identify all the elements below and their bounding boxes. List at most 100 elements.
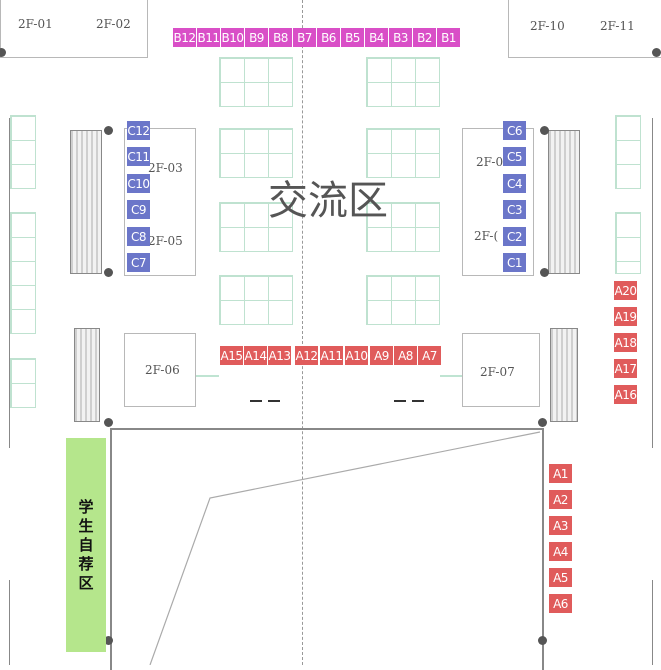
student-area-char: 区 — [78, 573, 94, 592]
booth-a1[interactable]: A1 — [549, 464, 572, 483]
column-marker — [538, 636, 547, 645]
room-label: 2F-10 — [530, 19, 565, 33]
room-label: 2F-02 — [96, 17, 131, 31]
booth-a8[interactable]: A8 — [394, 346, 417, 365]
room-label: 2F-05 — [148, 234, 183, 248]
escalator — [74, 328, 100, 422]
booth-b1[interactable]: B1 — [437, 28, 460, 47]
booth-b5[interactable]: B5 — [341, 28, 364, 47]
booth-a16[interactable]: A16 — [614, 385, 637, 404]
student-area-char: 学 — [78, 497, 94, 516]
main-hall-outline — [110, 428, 544, 670]
column-marker — [540, 268, 549, 277]
floor-grid — [219, 128, 293, 178]
booth-b7[interactable]: B7 — [293, 28, 316, 47]
booth-a13[interactable]: A13 — [268, 346, 291, 365]
wall — [0, 118, 10, 448]
booth-b6[interactable]: B6 — [317, 28, 340, 47]
floor-grid — [10, 115, 36, 189]
booth-c11[interactable]: C11 — [127, 147, 150, 166]
booth-b4[interactable]: B4 — [365, 28, 388, 47]
booth-c10[interactable]: C10 — [127, 174, 150, 193]
column-marker — [538, 418, 547, 427]
student-area-char: 自 — [78, 535, 94, 554]
booth-b10[interactable]: B10 — [221, 28, 244, 47]
booth-a14[interactable]: A14 — [244, 346, 267, 365]
floor-grid — [366, 57, 440, 107]
booth-c8[interactable]: C8 — [127, 227, 150, 246]
room-label: 2F-01 — [18, 17, 53, 31]
floor-grid — [10, 212, 36, 334]
booth-c2[interactable]: C2 — [503, 227, 526, 246]
booth-a10[interactable]: A10 — [345, 346, 368, 365]
booth-c1[interactable]: C1 — [503, 253, 526, 272]
booth-c9[interactable]: C9 — [127, 200, 150, 219]
column-marker — [540, 126, 549, 135]
room-label: 2F-07 — [480, 365, 515, 379]
column-marker — [104, 268, 113, 277]
wall — [652, 580, 661, 665]
booth-a4[interactable]: A4 — [549, 542, 572, 561]
student-area-char: 荐 — [78, 554, 94, 573]
column-marker — [652, 48, 661, 57]
center-axis-line — [302, 0, 303, 665]
booth-a15[interactable]: A15 — [220, 346, 243, 365]
escalator — [70, 130, 102, 274]
booth-a20[interactable]: A20 — [614, 281, 637, 300]
room-2f-01 — [0, 0, 148, 58]
booth-a3[interactable]: A3 — [549, 516, 572, 535]
booth-c7[interactable]: C7 — [127, 253, 150, 272]
booth-c3[interactable]: C3 — [503, 200, 526, 219]
student-area-char: 生 — [78, 516, 94, 535]
room-label: 2F-( — [474, 229, 499, 243]
booth-a5[interactable]: A5 — [549, 568, 572, 587]
floor-grid — [366, 128, 440, 178]
column-marker — [104, 418, 113, 427]
booth-a17[interactable]: A17 — [614, 359, 637, 378]
student-area[interactable]: 学 生 自 荐 区 — [66, 438, 106, 652]
booth-b12[interactable]: B12 — [173, 28, 196, 47]
booth-a18[interactable]: A18 — [614, 333, 637, 352]
booth-b9[interactable]: B9 — [245, 28, 268, 47]
wall — [652, 118, 661, 448]
booth-a2[interactable]: A2 — [549, 490, 572, 509]
booth-a12[interactable]: A12 — [295, 346, 318, 365]
floor-grid — [219, 202, 293, 252]
booth-b8[interactable]: B8 — [269, 28, 292, 47]
booth-c6[interactable]: C6 — [503, 121, 526, 140]
floor-grid — [615, 115, 641, 189]
floor-grid — [615, 212, 641, 274]
column-marker — [104, 636, 113, 645]
floor-grid — [10, 358, 36, 408]
wall — [0, 580, 10, 665]
floor-grid — [219, 275, 293, 325]
exchange-area-label: 交流区 — [268, 178, 388, 224]
room-label: 2F-0 — [476, 155, 504, 169]
booth-a7[interactable]: A7 — [418, 346, 441, 365]
booth-b2[interactable]: B2 — [413, 28, 436, 47]
room-2f-07 — [462, 333, 540, 407]
room-label: 2F-11 — [600, 19, 635, 33]
column-marker — [104, 126, 113, 135]
floor-grid — [366, 275, 440, 325]
booth-a11[interactable]: A11 — [320, 346, 343, 365]
escalator — [548, 130, 580, 274]
booth-b11[interactable]: B11 — [197, 28, 220, 47]
booth-a19[interactable]: A19 — [614, 307, 637, 326]
booth-a6[interactable]: A6 — [549, 594, 572, 613]
room-label: 2F-06 — [145, 363, 180, 377]
floor-grid — [219, 57, 293, 107]
room-2f-06 — [124, 333, 196, 407]
booth-a9[interactable]: A9 — [370, 346, 393, 365]
floor-grid — [366, 202, 440, 252]
booth-c4[interactable]: C4 — [503, 174, 526, 193]
booth-c5[interactable]: C5 — [503, 147, 526, 166]
booth-c12[interactable]: C12 — [127, 121, 150, 140]
room-label: 2F-03 — [148, 161, 183, 175]
escalator — [550, 328, 578, 422]
room-2f-10 — [508, 0, 661, 58]
column-marker — [0, 48, 6, 57]
booth-b3[interactable]: B3 — [389, 28, 412, 47]
